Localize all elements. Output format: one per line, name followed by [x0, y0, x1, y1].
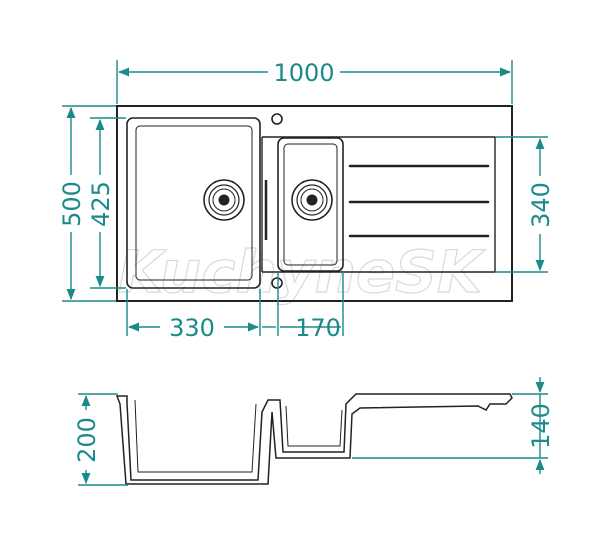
side-profile-outer	[115, 393, 513, 485]
overall-depth-label: 500	[58, 181, 86, 227]
drainer-grooves	[348, 164, 490, 238]
small-bowl-drain	[291, 179, 333, 221]
main-bowl-drain	[203, 179, 245, 221]
sink-outline	[116, 105, 513, 302]
small-bowl-depth-label: 340	[527, 182, 555, 228]
main-bowl	[126, 117, 261, 289]
main-bowl-depth-label: 425	[87, 181, 115, 227]
small-bowl-width-label: 170	[295, 314, 341, 342]
tap-hole-bottom	[271, 277, 283, 289]
tap-hole-top	[271, 113, 283, 125]
small-bowl	[277, 137, 344, 272]
main-bowl-height-label: 200	[73, 417, 101, 463]
top-view	[116, 105, 513, 302]
drainer-board	[262, 136, 496, 273]
side-view	[115, 393, 513, 485]
small-bowl-height-label: 140	[527, 403, 555, 449]
overall-width-label: 1000	[273, 59, 334, 87]
main-bowl-width-label: 330	[169, 314, 215, 342]
